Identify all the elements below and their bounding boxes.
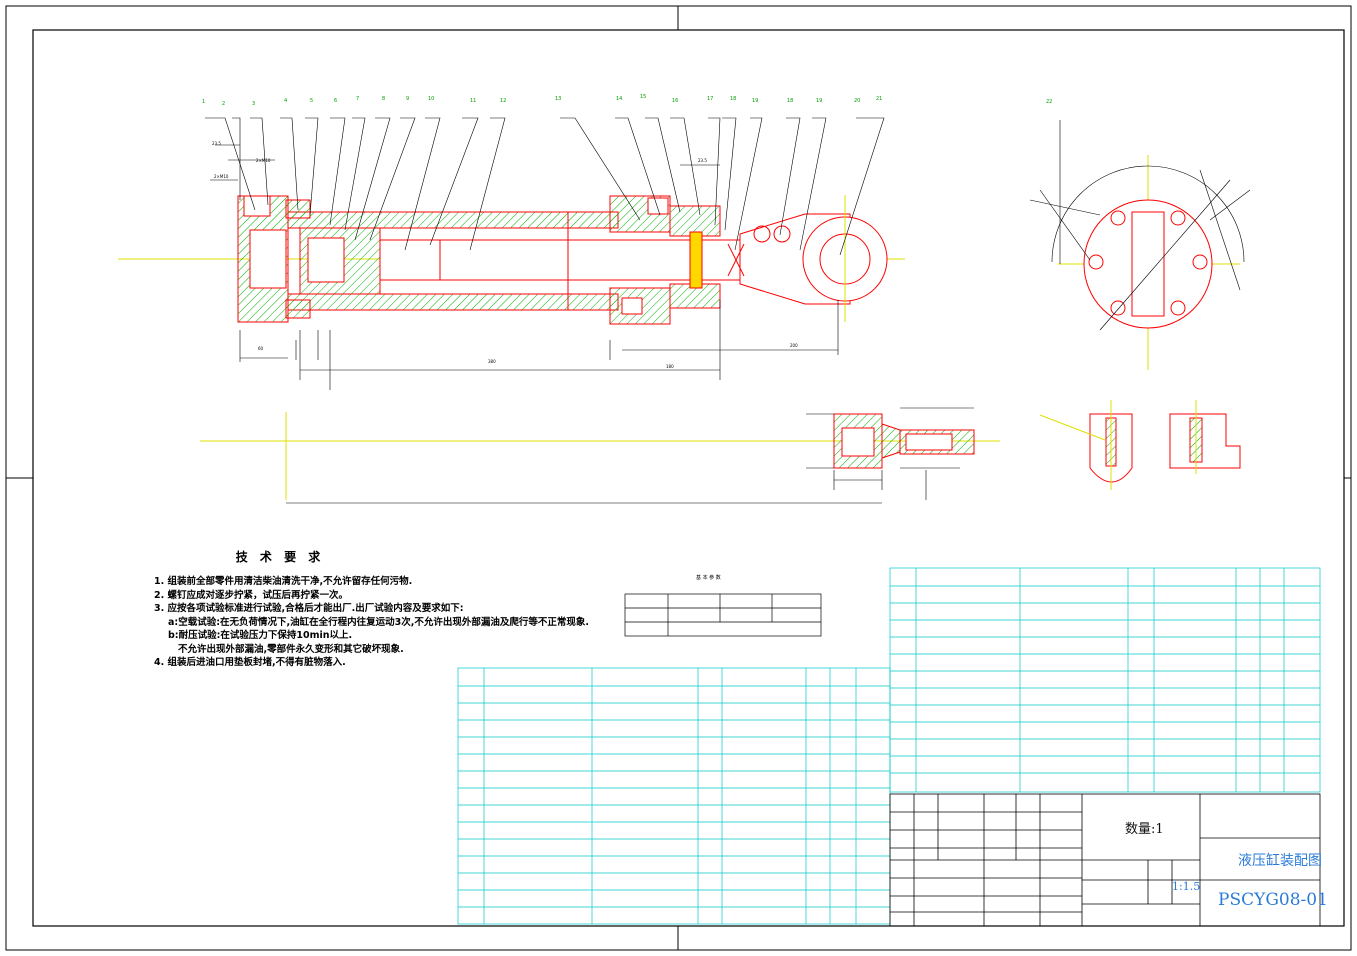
svg-text:2: 2 [222, 101, 225, 107]
svg-text:18: 18 [787, 98, 793, 104]
svg-text:17: 17 [707, 96, 713, 102]
dimension-lines [210, 144, 839, 390]
tech-requirement-1: 1. 组装前全部零件用清洁柴油清洗干净,不允许留存任何污物. [154, 576, 413, 587]
tech-requirement-3b: b:耐压试验:在试验压力下保持10min以上. [168, 630, 353, 641]
technical-requirements: 技 术 要 求 1. 组装前全部零件用清洁柴油清洗干净,不允许留存任何污物. 2… [150, 548, 590, 670]
svg-text:180: 180 [666, 364, 674, 369]
svg-text:9: 9 [406, 96, 409, 102]
svg-text:7: 7 [356, 96, 359, 102]
svg-text:1: 1 [202, 99, 205, 105]
parts-list-right [889, 567, 1321, 793]
svg-text:13: 13 [555, 96, 561, 102]
svg-text:19: 19 [816, 98, 822, 104]
svg-text:8: 8 [382, 96, 385, 102]
tech-requirement-3a: a:空载试验:在无负荷情况下,油缸在全行程内往复运动3次,不允许出现外部漏油及爬… [168, 616, 589, 628]
sheet-frame [5, 5, 1352, 951]
svg-text:21: 21 [876, 96, 882, 102]
quantity-label: 数量:1 [1125, 822, 1164, 837]
svg-text:5: 5 [310, 98, 313, 104]
parts-list-left [457, 667, 891, 925]
svg-text:15: 15 [640, 94, 646, 100]
tech-requirement-4: 4. 组装后进油口用垫板封堵,不得有脏物落入. [154, 657, 346, 668]
port-detail-views [1039, 400, 1241, 490]
svg-text:200: 200 [790, 343, 798, 348]
drawing-name: 液压缸装配图 [1238, 853, 1322, 869]
svg-text:20: 20 [854, 98, 860, 104]
svg-text:11: 11 [470, 98, 476, 104]
svg-text:380: 380 [488, 359, 496, 364]
tech-requirements-title: 技 术 要 求 [235, 550, 325, 564]
parameters-title: 基 本 参 数 [696, 575, 721, 581]
svg-text:18: 18 [730, 96, 736, 102]
svg-text:2×M10: 2×M10 [214, 174, 229, 179]
drawing-scale: 1:1.5 [1172, 880, 1201, 893]
svg-text:22: 22 [1046, 99, 1052, 105]
svg-text:23.5: 23.5 [212, 141, 221, 146]
svg-text:4: 4 [284, 98, 287, 104]
svg-text:60: 60 [258, 346, 264, 351]
drawing-number: PSCYG08-01 [1218, 890, 1328, 910]
svg-text:12: 12 [500, 98, 506, 104]
parameters-table [624, 593, 822, 637]
svg-text:3: 3 [252, 101, 255, 107]
svg-text:16: 16 [672, 98, 678, 104]
rod-detail-view [200, 407, 1000, 504]
svg-text:10: 10 [428, 96, 434, 102]
svg-text:6: 6 [334, 98, 337, 104]
cylinder-section [118, 195, 905, 325]
svg-text:2×M10: 2×M10 [256, 158, 271, 163]
leader-lines [205, 117, 885, 256]
svg-text:14: 14 [616, 96, 622, 102]
svg-text:23.5: 23.5 [698, 158, 707, 163]
dimension-values: 60 380 180 200 23.5 2×M10 2×M10 23.5 [212, 141, 798, 369]
svg-text:19: 19 [752, 98, 758, 104]
tech-requirement-3b-cont: 不允许出现外部漏油,零部件永久变形和其它破坏现象. [178, 643, 404, 655]
title-block [889, 793, 1321, 927]
flange-end-view [1029, 120, 1251, 370]
tech-requirement-3: 3. 应按各项试验标准进行试验,合格后才能出厂.出厂试验内容及要求如下: [154, 603, 464, 614]
tech-requirement-2: 2. 螺钉应成对逐步拧紧，试压后再拧紧一次。 [154, 589, 349, 601]
